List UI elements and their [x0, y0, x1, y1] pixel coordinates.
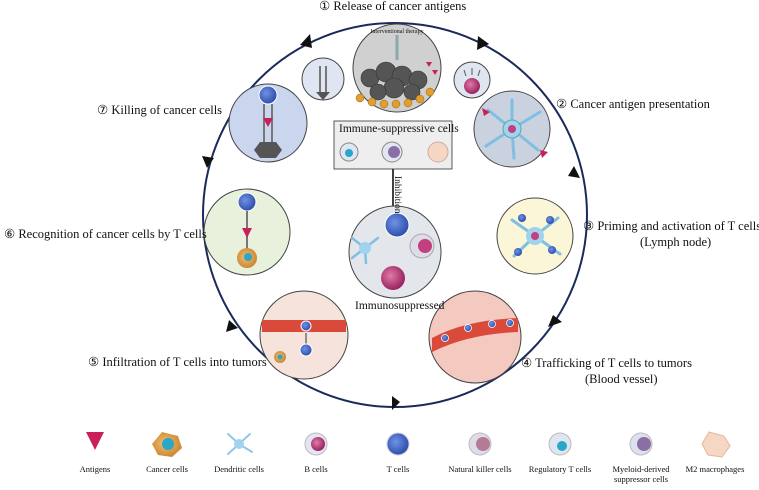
killing-circle: [228, 83, 308, 163]
immunosuppressed-circle: [348, 205, 442, 299]
legend-label: Myeloid-derived suppressor cells: [612, 464, 670, 484]
legend-nk-cells: Natural killer cells: [441, 462, 519, 474]
legend-t-cells: T cells: [359, 462, 437, 474]
step-4-sublabel: (Blood vessel): [585, 372, 658, 386]
legend-m2-macrophages: M2 macrophages: [676, 462, 754, 474]
legend-label: Regulatory T cells: [528, 464, 592, 474]
legend-treg-cells: Regulatory T cells: [521, 462, 599, 474]
legend-b-cell-icon: [304, 432, 328, 456]
legend-treg-cell-icon: [548, 432, 572, 456]
step-5-label: ⑤ Infiltration of T cells into tumors: [88, 355, 267, 369]
legend-antigen-icon: [86, 432, 104, 450]
step-3-label: ③ Priming and activation of T cells: [583, 219, 759, 233]
box-cells: [339, 141, 449, 163]
legend-m2-macrophage-icon: [701, 431, 731, 458]
immune-suppressive-title: Immune-suppressive cells: [339, 123, 459, 135]
step-6-label: ⑥ Recognition of cancer cells by T cells: [4, 227, 207, 241]
step-4-label: ④ Trafficking of T cells to tumors: [521, 356, 692, 370]
legend-cancer-cells: Cancer cells: [128, 462, 206, 474]
legend-antigens: Antigens: [56, 462, 134, 474]
blood-vessel-circle: [428, 290, 522, 384]
antigen-presentation-circle: [473, 90, 551, 168]
legend-label: Natural killer cells: [448, 464, 512, 474]
antigen-uptake-circle: [453, 61, 491, 99]
legend-cancer-cell-icon: [152, 432, 182, 457]
legend-label: Cancer cells: [146, 464, 188, 474]
legend-mdsc-icon: [629, 432, 653, 456]
step-1-label: ① Release of cancer antigens: [319, 0, 467, 13]
recognition-circle: [203, 188, 291, 276]
killing-small-circle: [301, 57, 345, 101]
infiltration-small-cell: [274, 351, 286, 363]
legend-label: Dendritic cells: [214, 464, 264, 474]
step-3-sublabel: (Lymph node): [640, 235, 712, 249]
legend-label: Antigens: [79, 464, 111, 474]
step-2-label: ② Cancer antigen presentation: [556, 97, 710, 111]
inhibition-label: Inhibition: [392, 176, 402, 214]
legend-label: M2 macrophages: [685, 464, 745, 474]
step-7-label: ⑦ Killing of cancer cells: [97, 103, 223, 117]
legend-label: B cells: [304, 464, 328, 474]
legend-b-cells: B cells: [277, 462, 355, 474]
legend-mdsc: Myeloid-derived suppressor cells: [602, 462, 680, 484]
lymph-node-circle: [496, 197, 574, 275]
legend-t-cell-icon: [386, 432, 410, 456]
immunosuppressed-label: Immunosuppressed: [355, 300, 445, 312]
legend-label: T cells: [386, 464, 410, 474]
legend-dendritic-cell-icon: [227, 433, 253, 455]
tumor-release-circle: [352, 23, 442, 113]
therapy-label: Interventional therapy: [370, 29, 423, 35]
legend-dendritic-cells: Dendritic cells: [200, 462, 278, 474]
infiltration-circle: [259, 290, 349, 380]
cycle-arrows: [202, 34, 580, 410]
legend-nk-cell-icon: [468, 432, 492, 456]
